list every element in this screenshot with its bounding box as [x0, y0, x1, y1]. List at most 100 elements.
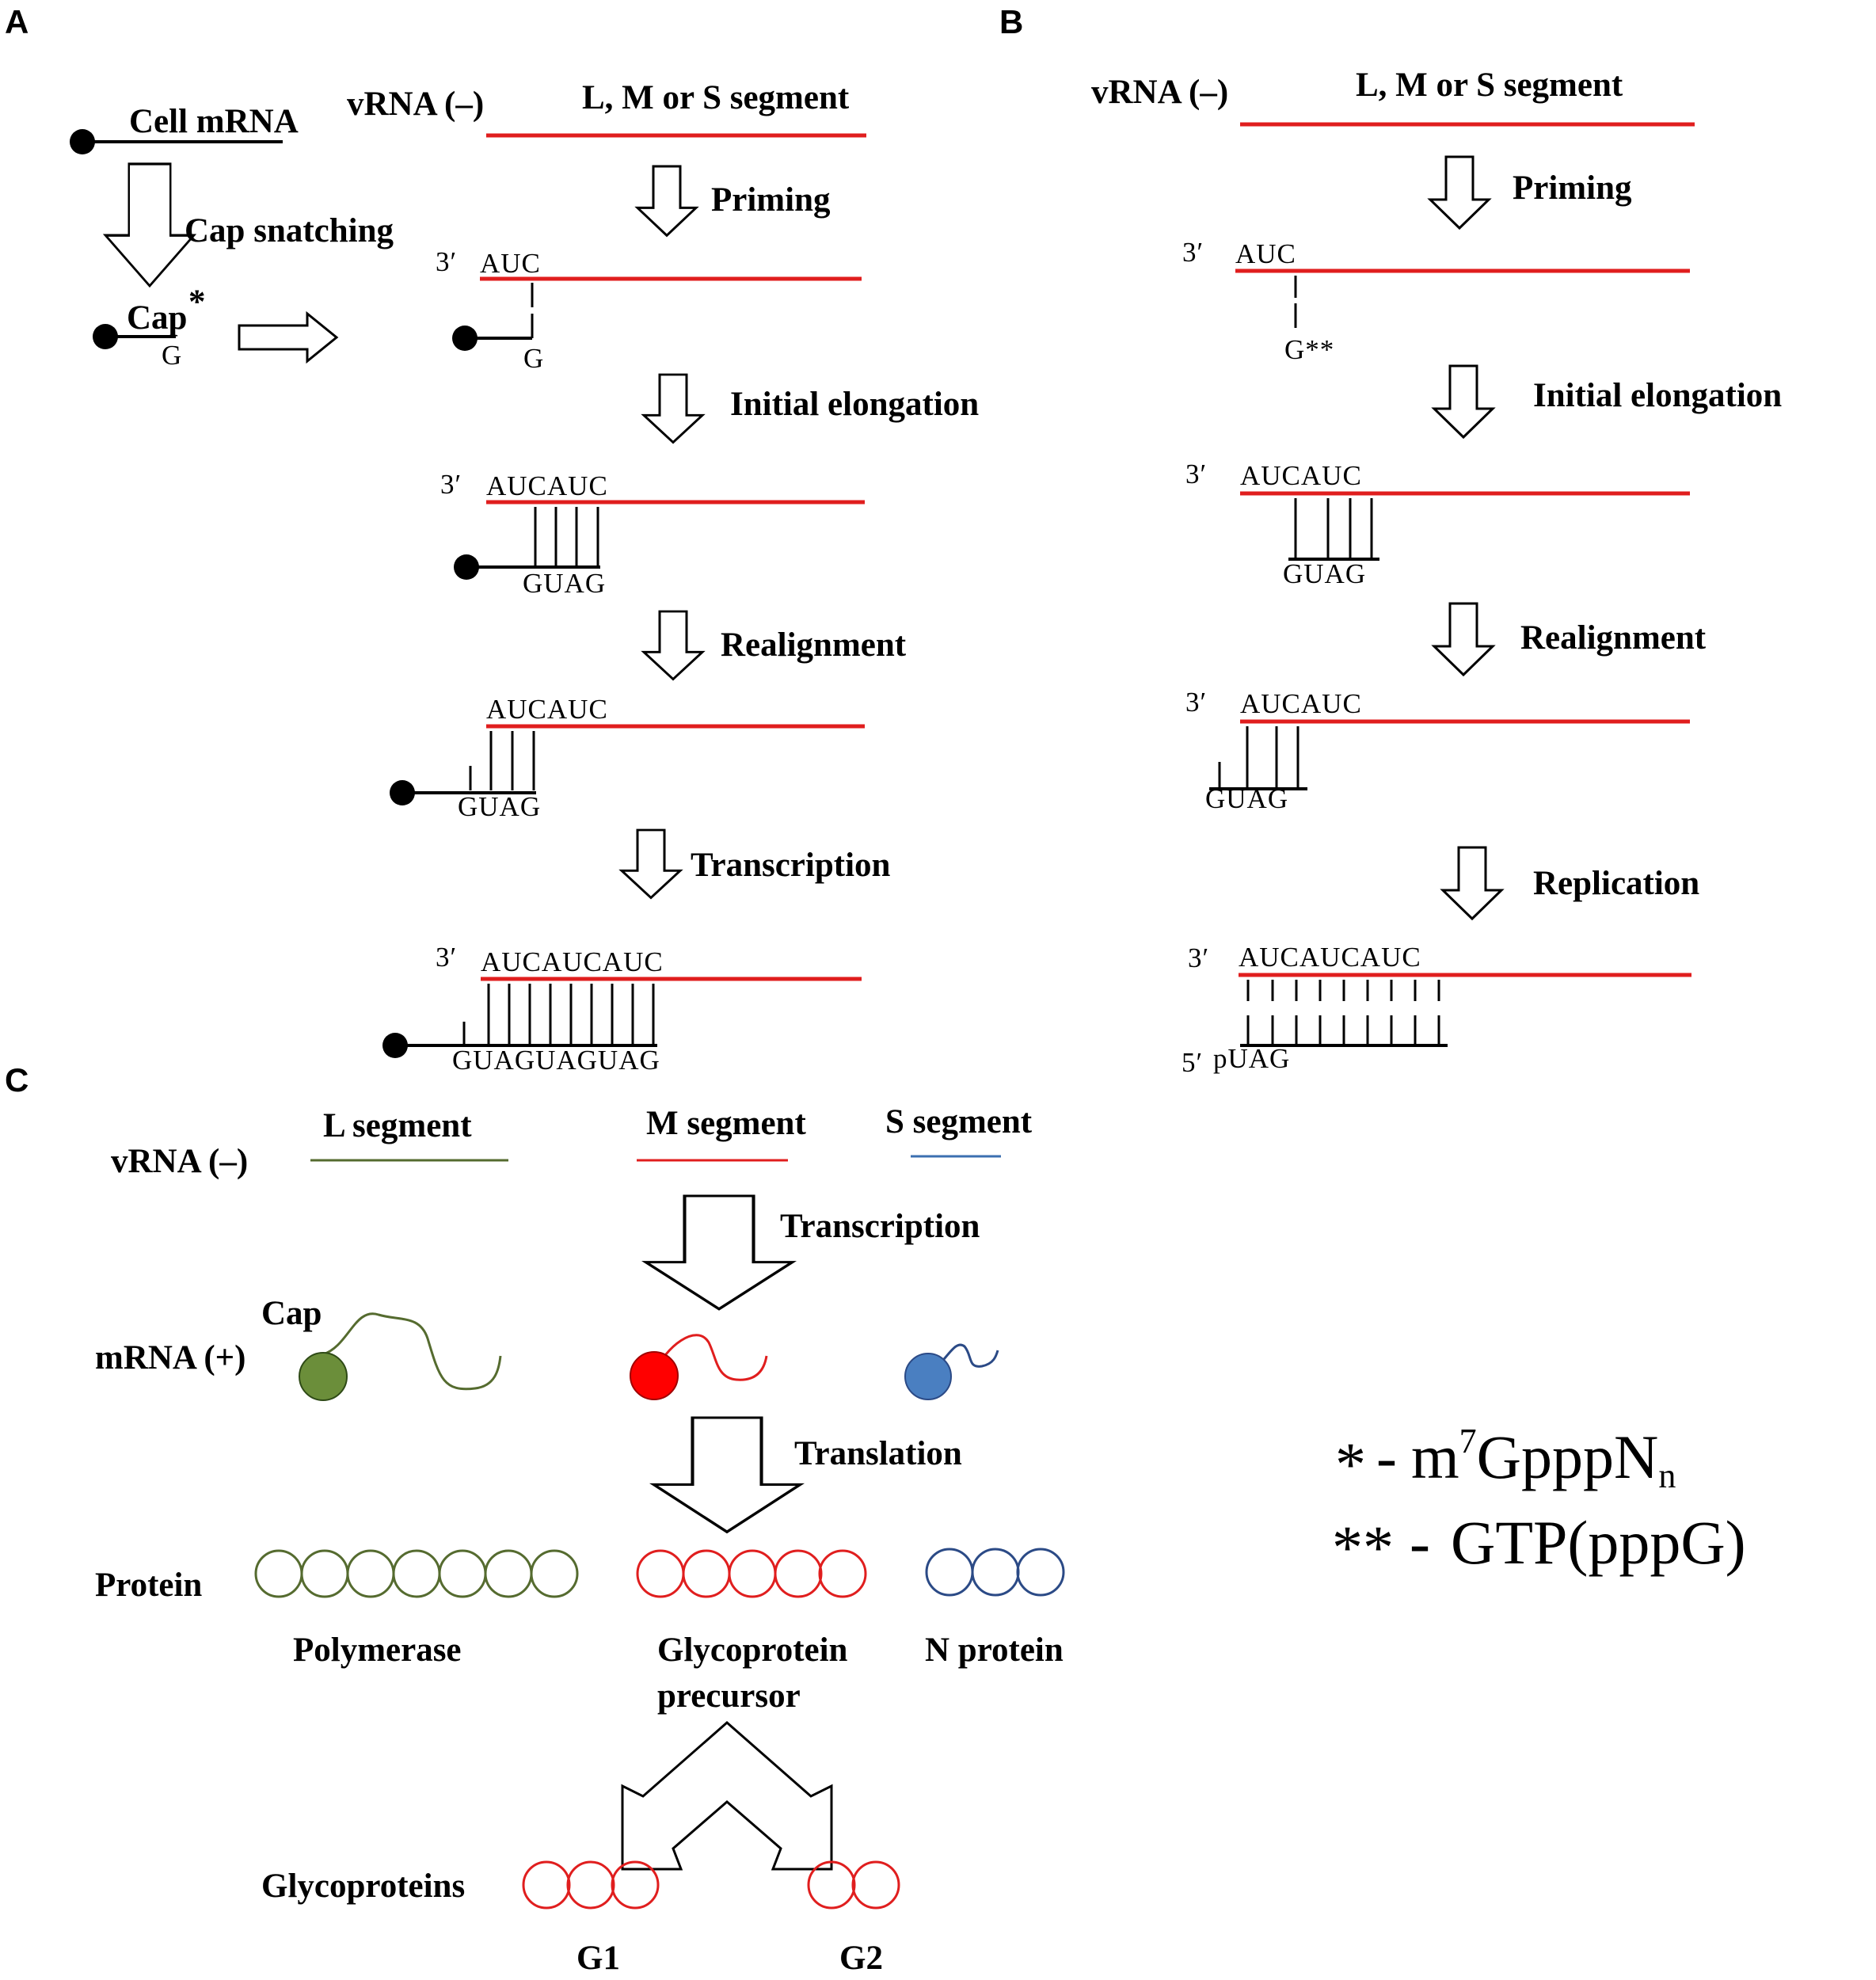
realignment-arrow-icon-b [1433, 602, 1494, 676]
polymerase-label: Polymerase [293, 1632, 462, 1669]
cell-mrna-label: Cell mRNA [129, 103, 299, 140]
legend-star-two: ** [1332, 1513, 1394, 1582]
s-mrna-strand [927, 1343, 999, 1376]
mrna-label: mRNA (+) [95, 1339, 246, 1376]
priming-arrow-icon-b [1429, 155, 1490, 230]
legend-dash-two: - [1410, 1508, 1430, 1577]
three-prime-b3: 3′ [1185, 687, 1207, 718]
s-segment-label: S segment [885, 1103, 1033, 1140]
transcription-label-c: Transcription [780, 1208, 980, 1245]
legend-m-text: m7GpppNn [1411, 1422, 1676, 1495]
transcription-label-a: Transcription [691, 847, 891, 884]
base-pair-bonds [1294, 498, 1373, 558]
protein-label: Protein [95, 1567, 202, 1604]
cap-snatching-label: Cap snatching [185, 212, 394, 249]
panel-a: A Cell mRNA vRNA (–) L, M or S segment C… [5, 3, 979, 1076]
seq-puag-b: pUAG [1213, 1043, 1290, 1074]
l-mrna-cap-icon [299, 1352, 348, 1401]
l-segment-label: L segment [323, 1107, 472, 1144]
seq-aucauc-a2: AUCAUC [486, 694, 608, 725]
seq-guagguagguag-a: GUAGUAGUAG [452, 1045, 660, 1076]
m-segment-label: M segment [646, 1105, 806, 1142]
initial-elongation-label-a: Initial elongation [730, 386, 979, 423]
seq-aucauc-b: AUCAUC [1240, 460, 1362, 491]
base-pair-bonds [462, 984, 655, 1044]
three-prime-a2: 3′ [440, 469, 462, 500]
cap-g-label: G [162, 340, 182, 371]
cap-label: Cap [127, 299, 187, 337]
seq-aucaucauc-a: AUCAUCAUC [481, 946, 664, 977]
priming-arrow-icon [636, 165, 698, 237]
panel-c: C vRNA (–) L segment M segment S segment… [5, 1061, 1065, 1977]
realignment-arrow-icon [642, 610, 704, 680]
seq-gstarstar-b: G** [1284, 334, 1334, 365]
panel-c-label: C [5, 1061, 29, 1099]
translation-arrow-icon [654, 1418, 801, 1532]
initial-elongation-arrow-icon [642, 373, 704, 444]
replication-label: Replication [1533, 865, 1699, 902]
glycoprotein-label: Glycoprotein [657, 1632, 848, 1669]
priming-label-a: Priming [711, 181, 831, 219]
realignment-label-b: Realignment [1520, 619, 1707, 657]
base-pair-bonds [1218, 726, 1300, 787]
panel-a-label: A [5, 3, 29, 40]
base-pair-bonds [1246, 980, 1440, 1044]
vrna-label-c: vRNA (–) [111, 1143, 248, 1180]
priming-label-b: Priming [1513, 169, 1632, 207]
cap-label-c: Cap [261, 1295, 322, 1332]
seq-aucaucauc-b: AUCAUCAUC [1239, 942, 1421, 973]
m-mrna-strand [653, 1334, 768, 1381]
legend-star-one: * [1335, 1430, 1366, 1498]
n-protein-label: N protein [925, 1632, 1064, 1669]
transcription-arrow-icon-c [646, 1196, 793, 1309]
five-prime-b: 5′ [1182, 1047, 1203, 1078]
n-protein-icon [925, 1548, 1065, 1597]
three-prime-b1: 3′ [1182, 237, 1204, 268]
base-pair-bonds [534, 507, 599, 565]
g1-protein-icon [522, 1860, 660, 1910]
seq-aucauc-a: AUCAUC [486, 470, 608, 501]
cap-star: * [188, 284, 206, 321]
precursor-label: precursor [657, 1677, 801, 1715]
vrna-label-a: vRNA (–) [347, 86, 484, 123]
seq-guag-a1: GUAG [523, 568, 606, 599]
realignment-label-a: Realignment [721, 626, 907, 664]
transcription-arrow-icon-a [620, 828, 682, 899]
glycoprotein-precursor-icon [636, 1549, 867, 1598]
panel-b: B vRNA (–) L, M or S segment Priming 3′ … [999, 3, 1782, 1078]
s-mrna-cap-icon [904, 1353, 952, 1400]
seq-auc-a: AUC [480, 248, 541, 279]
m-mrna-cap-icon [630, 1351, 679, 1400]
initial-elongation-label-b: Initial elongation [1533, 377, 1782, 414]
seq-guag-a2: GUAG [458, 791, 541, 822]
base-pair-bonds [469, 731, 535, 790]
initial-elongation-arrow-icon-b [1433, 364, 1494, 439]
seq-auc-b: AUC [1235, 238, 1296, 269]
polymerase-protein-icon [254, 1549, 579, 1598]
translation-label: Translation [794, 1435, 962, 1472]
segment-label-b: L, M or S segment [1356, 67, 1623, 104]
three-prime-b4: 3′ [1188, 942, 1209, 973]
segment-label-a: L, M or S segment [582, 79, 850, 116]
three-prime-a3: 3′ [436, 942, 457, 973]
seq-aucauc-b2: AUCAUC [1240, 688, 1362, 719]
panel-b-label: B [999, 3, 1023, 40]
legend-gtp-text: GTP(pppG) [1451, 1508, 1746, 1577]
l-mrna-strand [322, 1312, 502, 1391]
legend: * - m7GpppNn ** - GTP(pppG) [1332, 1422, 1746, 1582]
split-arrow-icon [621, 1721, 833, 1871]
g1-label: G1 [576, 1940, 620, 1977]
vrna-label-b: vRNA (–) [1091, 74, 1228, 111]
g2-protein-icon [807, 1860, 900, 1910]
transfer-arrow-icon [238, 310, 339, 364]
primer-g-label: G [523, 343, 544, 374]
glycoproteins-label: Glycoproteins [261, 1868, 465, 1905]
seq-guag-b1: GUAG [1283, 558, 1366, 589]
legend-dash-one: - [1376, 1422, 1397, 1491]
seq-guag-b2: GUAG [1205, 783, 1288, 814]
three-prime-b2: 3′ [1185, 459, 1207, 489]
cap-snatching-arrow-icon [104, 162, 196, 287]
g2-label: G2 [839, 1940, 883, 1977]
replication-arrow-icon [1441, 846, 1503, 920]
